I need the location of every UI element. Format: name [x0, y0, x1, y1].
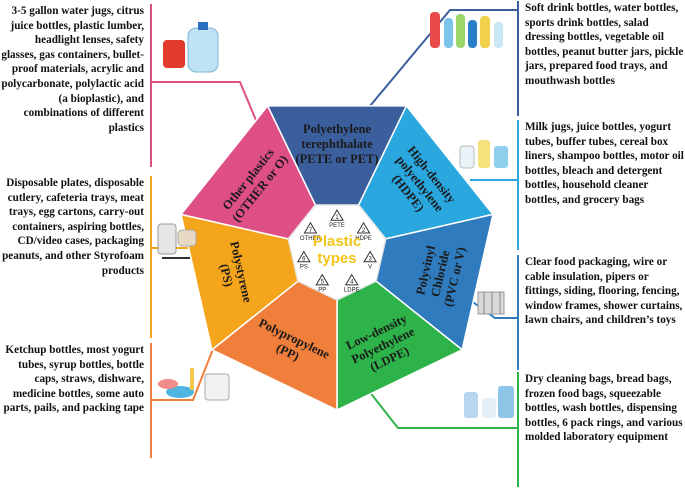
segment-pet-label1: Polyethylene	[303, 122, 371, 136]
svg-text:7: 7	[309, 228, 313, 234]
pet-description-box: Soft drink bottles, water bottles, sport…	[517, 1, 685, 116]
connector-ldpe	[364, 385, 517, 429]
svg-text:PS: PS	[300, 265, 308, 271]
ps-products-illustration	[157, 223, 197, 259]
svg-text:5: 5	[321, 280, 325, 286]
svg-text:4: 4	[350, 280, 354, 286]
connector-pp	[152, 343, 216, 401]
segment-pet-label3: (PETE or PET)	[295, 152, 378, 166]
svg-text:6: 6	[302, 257, 306, 263]
svg-text:PETE: PETE	[329, 223, 345, 229]
hdpe-products-illustration	[459, 140, 508, 169]
pp-products-illustration	[158, 368, 230, 401]
center-heptagon	[287, 204, 387, 301]
pvc-description-box: Clear food packaging, wire or cable insu…	[517, 255, 685, 370]
connector-other	[152, 81, 259, 126]
svg-text:HDPE: HDPE	[355, 236, 372, 242]
svg-text:PP: PP	[318, 288, 326, 294]
ldpe-description-box: Dry cleaning bags, bread bags, frozen fo…	[517, 372, 685, 487]
center-title-line1: Plastic	[313, 233, 361, 250]
svg-text:V: V	[368, 265, 372, 271]
hdpe-description-box: Milk jugs, juice bottles, yogurt tubes, …	[517, 120, 685, 250]
segment-ps-label2: (PS)	[217, 262, 236, 287]
svg-text:LDPE: LDPE	[344, 288, 360, 294]
pp-description-box: Ketchup bottles, most yogurt tubes, syru…	[0, 343, 152, 458]
ldpe-products-illustration	[464, 386, 514, 418]
recycle-code-5-icon: 5PP	[315, 273, 330, 294]
other-products-illustration	[163, 22, 219, 73]
svg-text:3: 3	[368, 257, 372, 263]
center-title-line2: types	[317, 250, 356, 267]
other-description-box: 3-5 gallon water jugs, citrus juice bott…	[0, 4, 152, 167]
pet-products-illustration	[430, 12, 503, 48]
svg-text:2: 2	[362, 228, 366, 234]
pvc-products-illustration	[477, 291, 505, 315]
segment-pet-label2: terephthalate	[301, 137, 373, 151]
ps-description-box: Disposable plates, disposable cutlery, c…	[0, 176, 152, 338]
recycle-code-6-icon: 6PS	[296, 250, 311, 271]
recycle-code-3-icon: 3V	[363, 250, 378, 271]
svg-text:OTHER: OTHER	[300, 236, 322, 242]
svg-text:1: 1	[335, 215, 339, 221]
connector-pet	[369, 9, 517, 107]
